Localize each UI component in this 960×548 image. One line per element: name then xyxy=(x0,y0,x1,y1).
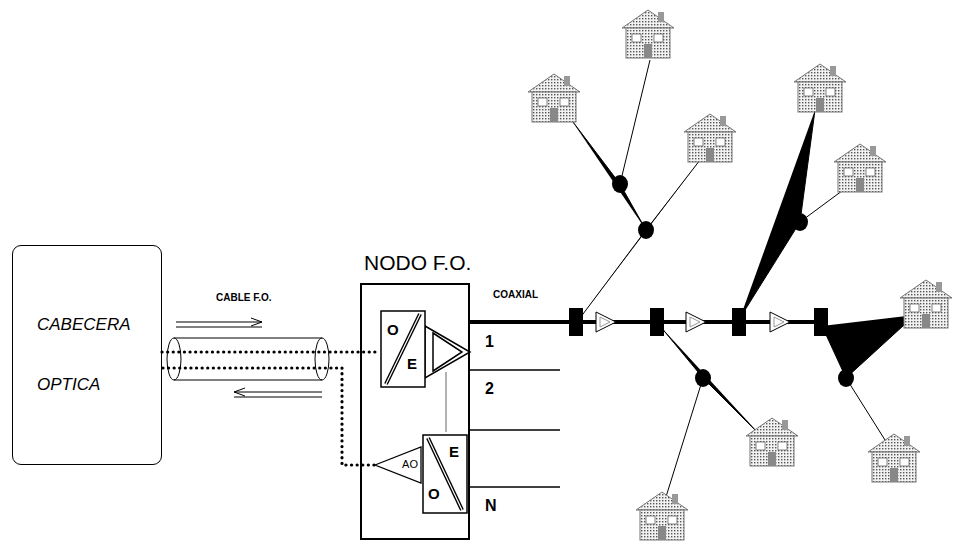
internal-link xyxy=(445,372,447,432)
oe-converter: OE xyxy=(380,310,426,388)
fiber-node-box: OEAOEONODO F.O. xyxy=(360,283,470,540)
converter-letter: E xyxy=(407,356,417,372)
splitter-dot xyxy=(612,175,854,387)
output-number: N xyxy=(485,497,497,515)
node-heading: NODO F.O. xyxy=(364,251,471,275)
house-icon xyxy=(528,10,952,540)
drop-line xyxy=(570,60,915,500)
amplifier-label: AO xyxy=(402,458,418,471)
output-number: 2 xyxy=(485,380,494,398)
converter-letter: E xyxy=(449,444,459,460)
headend-name: CABECERA OPTICA xyxy=(37,295,137,415)
coaxial-label: COAXIAL xyxy=(493,289,538,300)
output-number: 1 xyxy=(485,333,494,351)
converter-letter: O xyxy=(428,486,440,502)
converter-letter: O xyxy=(387,322,399,338)
rf-amplifier xyxy=(425,326,470,378)
converter-outline xyxy=(380,310,426,388)
eo-converter: EO xyxy=(422,434,468,514)
coaxial-output xyxy=(470,370,560,487)
tap xyxy=(569,308,828,336)
headend-box: CABECERA OPTICA xyxy=(12,245,162,465)
line-amplifier xyxy=(596,312,790,332)
optical-amplifier: AO xyxy=(374,446,422,484)
converter-outline xyxy=(422,434,468,514)
cable-label: CABLE F.O. xyxy=(216,292,272,303)
flow-arrow xyxy=(176,322,322,397)
fiber-strand xyxy=(162,350,380,353)
fiber-cable xyxy=(167,338,329,380)
fiber-strand xyxy=(162,368,374,465)
